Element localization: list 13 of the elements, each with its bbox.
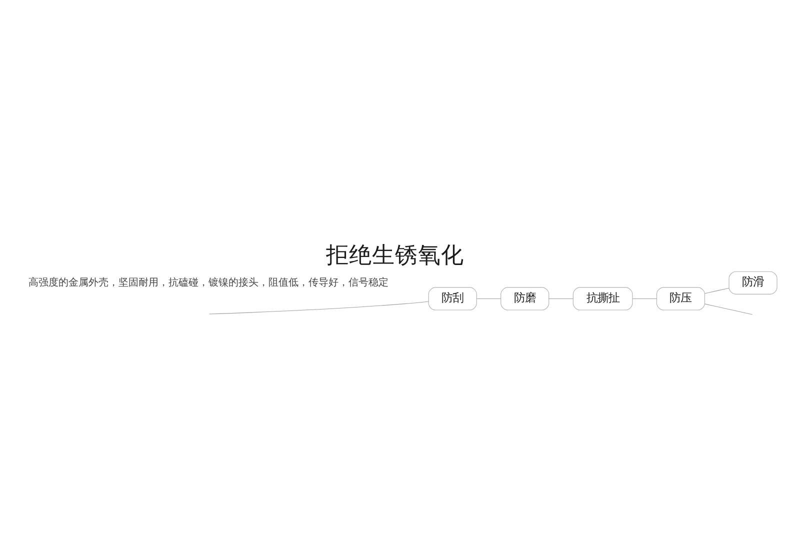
label: 高强度的金属外壳，坚固耐用，抗磕碰，镀镍的接头，阻值低，传导好，信号稳定 xyxy=(28,277,389,288)
diagram-title: 拒绝生锈氧化 xyxy=(326,242,464,269)
connector xyxy=(704,288,730,294)
node-box: 防压 xyxy=(656,287,706,310)
connector xyxy=(548,298,574,299)
connector xyxy=(209,301,429,314)
node-box: 防刮 xyxy=(428,287,477,310)
node-box: 防磨 xyxy=(500,287,550,310)
connector xyxy=(632,298,657,299)
connector xyxy=(704,304,753,315)
node-box: 防滑 xyxy=(728,271,778,294)
node-box: 抗撕扯 xyxy=(572,287,633,310)
connector xyxy=(476,298,502,299)
